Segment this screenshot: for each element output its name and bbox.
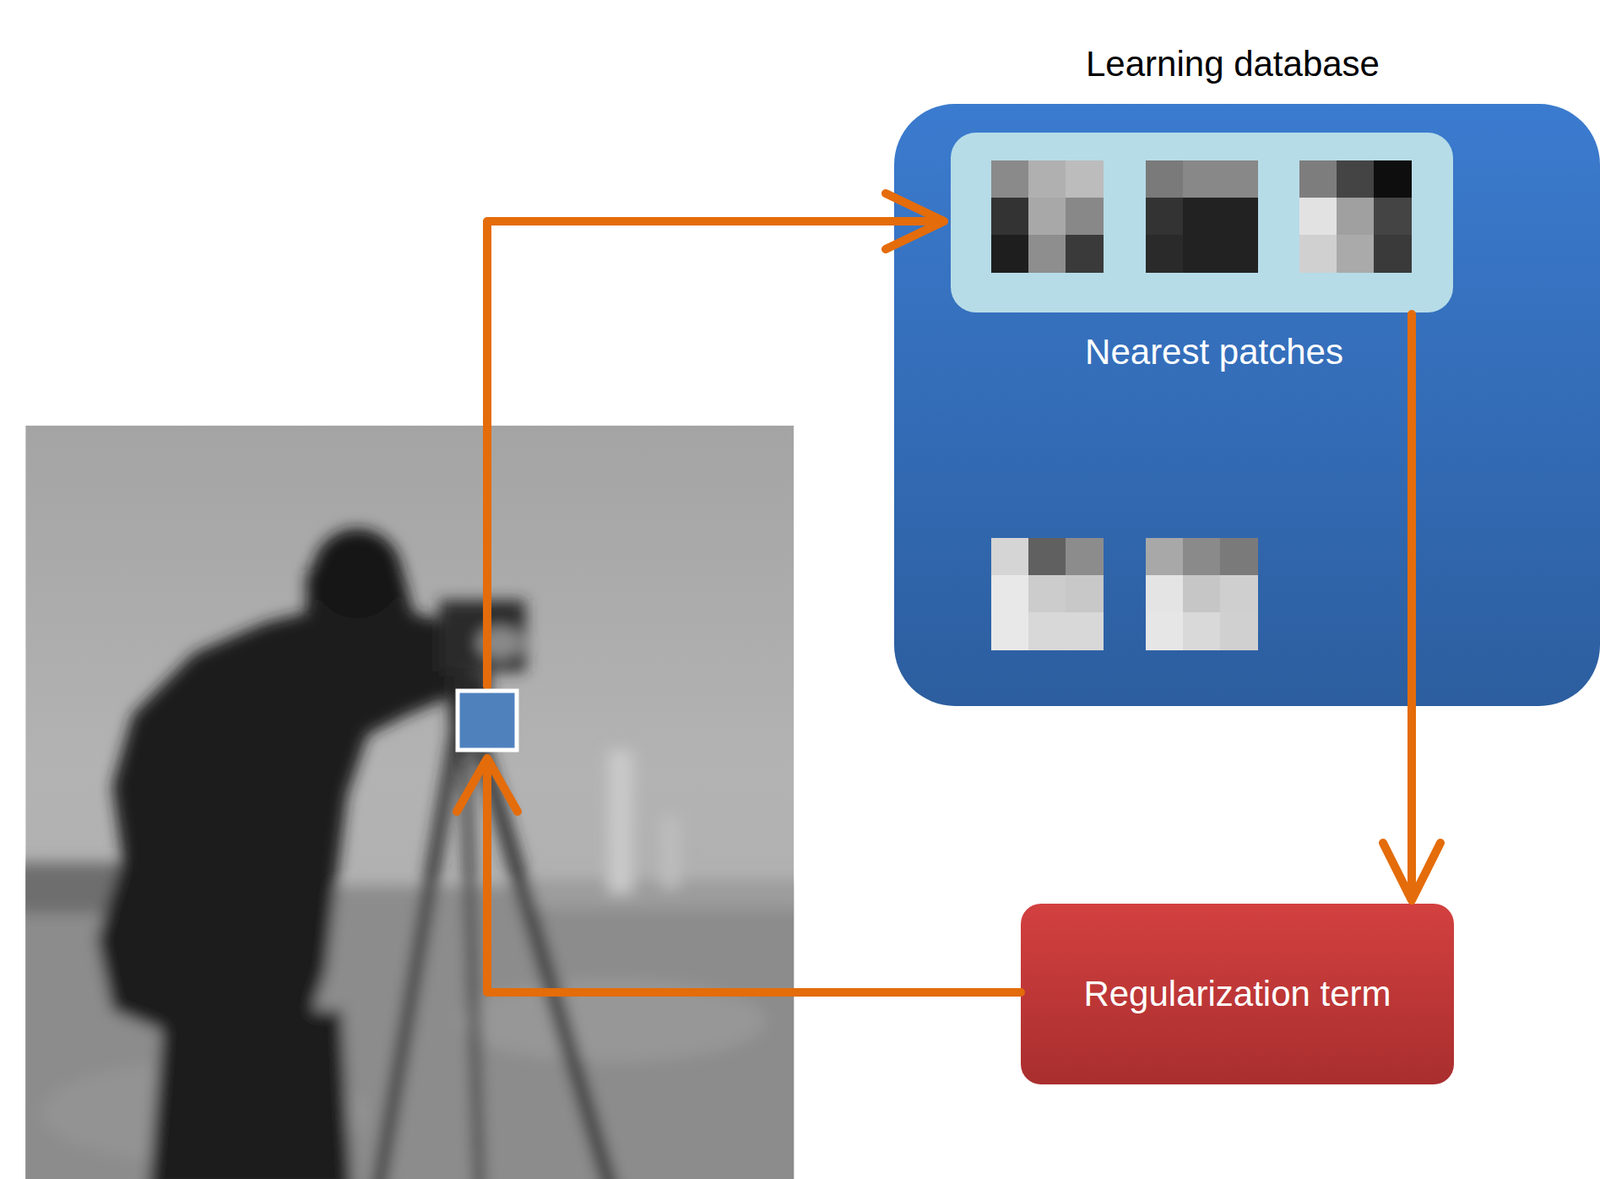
- patch-cell: [1182, 574, 1221, 613]
- photo-camera: [439, 600, 527, 673]
- patch-cell: [991, 537, 1030, 576]
- photo-head: [312, 528, 402, 619]
- photo-legs: [147, 1010, 353, 1179]
- patch-cell: [1028, 574, 1067, 613]
- patch: [991, 537, 1104, 651]
- patch-cell: [1065, 234, 1104, 273]
- patch-cell: [1065, 574, 1104, 613]
- patch-cell: [1145, 197, 1184, 236]
- patch-cell: [1373, 234, 1412, 273]
- node-label: Regularization term: [1020, 972, 1454, 1015]
- patch-cell: [1028, 197, 1067, 236]
- feedback-arrow: [456, 758, 1021, 993]
- patch-cell: [991, 160, 1030, 199]
- cameraman-photo: [0, 425, 817, 1179]
- patch-cell: [1065, 160, 1104, 199]
- patch: [1145, 537, 1259, 651]
- patch-cell: [1220, 612, 1259, 651]
- patch-cell: [1182, 537, 1221, 576]
- photo-grass: [459, 979, 766, 1062]
- photo-tower: [607, 749, 633, 893]
- connector-layer: [1383, 314, 1441, 901]
- patch-cell: [1145, 574, 1184, 613]
- patch-cell: [1336, 197, 1375, 236]
- photo-content: [25, 528, 794, 1179]
- patch-cell: [1182, 234, 1221, 273]
- node-label: Learning database: [894, 43, 1572, 86]
- patch-cell: [1145, 537, 1184, 576]
- patch-cell: [1145, 160, 1184, 199]
- patch-cell: [1182, 160, 1221, 199]
- node-label: Nearest patches: [950, 330, 1478, 374]
- patch-cell: [1299, 160, 1338, 199]
- patch-cell: [1028, 612, 1067, 651]
- tripod-leg: [464, 714, 480, 1179]
- patch-cell: [1028, 234, 1067, 273]
- photo-person: [97, 551, 480, 1031]
- patch-cell: [1373, 197, 1412, 236]
- patch-cell: [1220, 537, 1259, 576]
- patch-group: Nearest patches: [950, 132, 1454, 313]
- patch: [991, 160, 1104, 273]
- patch-cell: [1299, 234, 1338, 273]
- patch-cell: [1336, 234, 1375, 273]
- photo-building: [661, 816, 680, 889]
- regularization-box: Regularization term: [1020, 903, 1454, 1085]
- patch-cell: [1220, 197, 1259, 236]
- patch-cell: [991, 197, 1030, 236]
- patch-cell: [1065, 197, 1104, 236]
- tripod-leg: [377, 714, 460, 1179]
- patch-cell: [1373, 160, 1412, 199]
- patch-cell: [1182, 612, 1221, 651]
- patch-cell: [1065, 612, 1104, 651]
- patch-cell: [1065, 537, 1104, 576]
- patch-cell: [1028, 160, 1067, 199]
- photo-tripod-head: [449, 673, 490, 725]
- patch: [1299, 160, 1412, 273]
- patch: [1145, 160, 1259, 273]
- patch-cell: [1220, 160, 1259, 199]
- query-arrow: [487, 193, 944, 686]
- tripod-leg: [471, 714, 613, 1179]
- patch-cell: [991, 574, 1030, 613]
- patch-cell: [991, 234, 1030, 273]
- photo-lens: [477, 626, 523, 660]
- patch-cell: [1145, 234, 1184, 273]
- patch-cell: [1182, 197, 1221, 236]
- patch-cell: [991, 612, 1030, 651]
- database-panel: Nearest patchesLearning database: [894, 103, 1600, 706]
- patch-cell: [1220, 574, 1259, 613]
- patch-cell: [1299, 197, 1338, 236]
- image-patch-square: [457, 690, 517, 750]
- flow-arrow: [1383, 314, 1441, 901]
- patch-cell: [1028, 537, 1067, 576]
- patch-cell: [1145, 612, 1184, 651]
- patch-cell: [1220, 234, 1259, 273]
- patch-cell: [1336, 160, 1375, 199]
